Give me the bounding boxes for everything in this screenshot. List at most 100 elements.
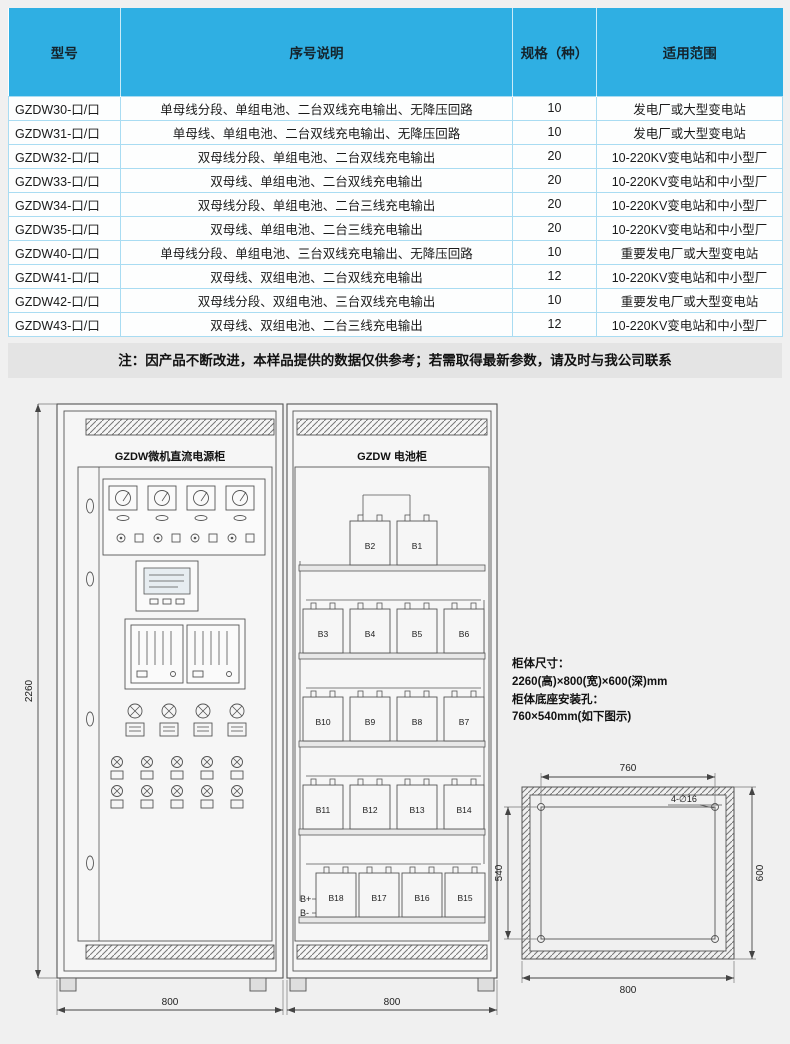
- height-dimension-label: 2260: [24, 679, 35, 702]
- cell-model: GZDW30-口/口: [8, 95, 121, 121]
- size-annotation: 柜体尺寸： 2260(高)×800(宽)×600(深)mm 柜体底座安装孔： 7…: [511, 656, 667, 723]
- cell-desc: 单母线分段、单组电池、二台双线充电输出、无降压回路: [120, 95, 513, 121]
- battery-label: B9: [365, 717, 376, 727]
- top-vent-left: [85, 418, 275, 435]
- cell-desc: 双母线、单组电池、二台三线充电输出: [120, 215, 513, 241]
- spec-table: 型号 序号说明 规格（种） 适用范围 GZDW30-口/口单母线分段、单组电池、…: [8, 8, 783, 337]
- battery-shelf-4: B11 B12 B13 B14: [298, 775, 486, 835]
- cell-desc: 单母线分段、单组电池、三台双线充电输出、无降压回路: [120, 239, 513, 265]
- power-cabinet-title: GZDW微机直流电源柜: [115, 449, 226, 463]
- diagram-area: GZDW微机直流电源柜: [0, 385, 790, 1037]
- cell-model: GZDW35-口/口: [8, 215, 121, 241]
- cell-range: 10-220KV变电站和中小型厂: [596, 215, 783, 241]
- power-cabinet: GZDW微机直流电源柜: [56, 402, 284, 991]
- cell-spec: 10: [512, 95, 597, 121]
- battery-label: B10: [315, 717, 330, 727]
- battery-shelf-2: B3 B4 B5 B6: [298, 599, 486, 659]
- cell-model: GZDW42-口/口: [8, 287, 121, 313]
- door-handles: [86, 498, 94, 870]
- battery-label: B12: [362, 805, 377, 815]
- cell-range: 发电厂或大型变电站: [596, 95, 783, 121]
- battery-shelf-1: B2 B1: [298, 494, 486, 571]
- cell-desc: 单母线、单组电池、二台双线充电输出、无降压回路: [120, 119, 513, 145]
- cell-desc: 双母线、双组电池、二台双线充电输出: [120, 263, 513, 289]
- cell-desc: 双母线分段、单组电池、二台三线充电输出: [120, 191, 513, 217]
- cell-desc: 双母线分段、双组电池、三台双线充电输出: [120, 287, 513, 313]
- battery-shelf-5: B18 B17 B16 B15: [298, 863, 486, 923]
- cell-range: 10-220KV变电站和中小型厂: [596, 263, 783, 289]
- cell-model: GZDW41-口/口: [8, 263, 121, 289]
- hole-callout-label: 4-∅16: [671, 794, 697, 804]
- battery-label: B16: [414, 893, 429, 903]
- cell-range: 10-220KV变电站和中小型厂: [596, 143, 783, 169]
- cell-desc: 双母线分段、单组电池、二台双线充电输出: [120, 143, 513, 169]
- disclaimer-note: 注：因产品不断改进，本样品提供的数据仅供参考；若需取得最新参数，请及时与我公司联…: [8, 342, 782, 378]
- cell-spec: 20: [512, 143, 597, 169]
- base-mounting-diagram: 760 4-∅16 540 600 800: [494, 763, 766, 996]
- charger-module-panel: [124, 618, 246, 689]
- cell-model: GZDW40-口/口: [8, 239, 121, 265]
- battery-label: B6: [459, 629, 470, 639]
- base-top-dimension-label: 760: [620, 763, 637, 774]
- size-text-line3: 柜体底座安装孔：: [511, 692, 604, 706]
- cell-spec: 20: [512, 191, 597, 217]
- battery-positive-label: B+: [300, 894, 311, 904]
- battery-label: B2: [365, 541, 376, 551]
- battery-label: B7: [459, 717, 470, 727]
- cabinet-dimensions: 2260 800 800: [24, 403, 498, 1015]
- bottom-vent-right: [296, 944, 488, 959]
- cell-range: 10-220KV变电站和中小型厂: [596, 167, 783, 193]
- technical-diagram: GZDW微机直流电源柜: [24, 402, 766, 1015]
- base-right-dimension-label: 600: [755, 864, 766, 881]
- cell-desc: 双母线、双组电池、二台三线充电输出: [120, 311, 513, 337]
- monitor-panel: [135, 560, 199, 611]
- size-text-line4: 760×540mm(如下图示): [512, 709, 631, 723]
- battery-label: B15: [457, 893, 472, 903]
- spec-table-header: 型号 序号说明 规格（种） 适用范围: [8, 8, 783, 96]
- battery-cabinet: GZDW 电池柜 B2 B1: [286, 402, 498, 991]
- cell-range: 10-220KV变电站和中小型厂: [596, 311, 783, 337]
- cell-spec: 10: [512, 119, 597, 145]
- breaker-row-1: [125, 703, 247, 736]
- cell-spec: 10: [512, 287, 597, 313]
- cell-spec: 10: [512, 239, 597, 265]
- size-text-line2: 2260(高)×800(宽)×600(深)mm: [512, 674, 667, 688]
- meter-panel: [102, 478, 266, 555]
- bottom-vent-left: [85, 944, 275, 959]
- size-text-line1: 柜体尺寸：: [511, 656, 570, 670]
- cell-model: GZDW43-口/口: [8, 311, 121, 337]
- cell-range: 重要发电厂或大型变电站: [596, 287, 783, 313]
- battery-label: B18: [328, 893, 343, 903]
- battery-cabinet-title: GZDW 电池柜: [357, 449, 427, 463]
- cell-range: 发电厂或大型变电站: [596, 119, 783, 145]
- battery-label: B14: [456, 805, 471, 815]
- header-spec-count: 规格（种）: [512, 8, 597, 96]
- header-model: 型号: [8, 8, 121, 96]
- header-description: 序号说明: [120, 8, 513, 96]
- cell-spec: 12: [512, 311, 597, 337]
- top-vent-right: [296, 418, 488, 435]
- cell-range: 10-220KV变电站和中小型厂: [596, 191, 783, 217]
- cell-desc: 双母线、单组电池、二台双线充电输出: [120, 167, 513, 193]
- battery-label: B3: [318, 629, 329, 639]
- cell-model: GZDW32-口/口: [8, 143, 121, 169]
- battery-shelf-3: B10 B9 B8 B7: [298, 687, 486, 747]
- base-left-dimension-label: 540: [494, 864, 505, 881]
- battery-label: B11: [316, 805, 331, 815]
- header-application: 适用范围: [596, 8, 783, 96]
- cell-range: 重要发电厂或大型变电站: [596, 239, 783, 265]
- battery-label: B8: [412, 717, 423, 727]
- cell-spec: 20: [512, 167, 597, 193]
- breaker-row-2: [110, 755, 244, 808]
- cell-model: GZDW31-口/口: [8, 119, 121, 145]
- left-width-dimension-label: 800: [162, 997, 179, 1008]
- catalog-page: 型号 序号说明 规格（种） 适用范围 GZDW30-口/口单母线分段、单组电池、…: [0, 8, 790, 1044]
